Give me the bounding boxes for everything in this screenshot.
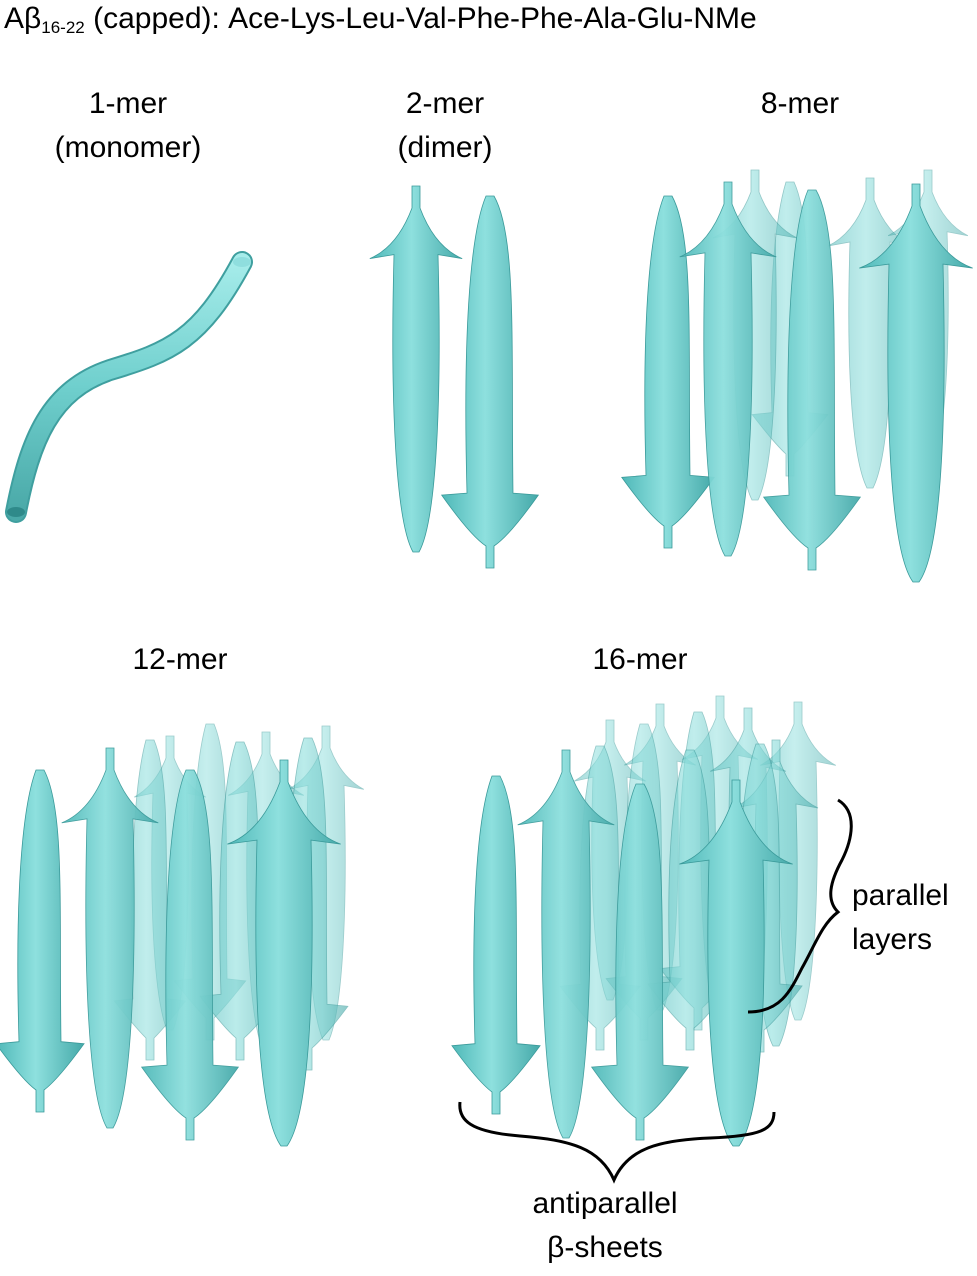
parallel-layers-line2: layers xyxy=(852,923,933,956)
antiparallel-sheets-line1: antiparallel xyxy=(532,1187,678,1220)
dodecamer-label-line1: 12-mer xyxy=(132,643,228,676)
beta-strand-body xyxy=(590,783,690,1141)
hexadecamer-strands xyxy=(451,695,836,1147)
beta-strand-body xyxy=(859,183,973,583)
antiparallel-sheets-bracket xyxy=(458,1101,776,1184)
monomer-label-line2: (monomer) xyxy=(54,131,202,164)
beta-strand-arrow xyxy=(621,195,715,549)
beta-strand-body xyxy=(517,749,615,1139)
page-title: Aβ16-22 (capped): Ace-Lys-Leu-Val-Phe-Ph… xyxy=(4,2,757,38)
beta-strand-arrow xyxy=(679,779,793,1147)
beta-strand-body xyxy=(0,769,85,1113)
octamer-label-line1: 8-mer xyxy=(760,87,840,120)
dodecamer-strands xyxy=(0,723,364,1147)
beta-strand-body xyxy=(440,195,540,569)
beta-strand-arrow xyxy=(859,183,973,583)
beta-strand-body xyxy=(621,195,715,549)
title-prefix: Aβ xyxy=(4,2,42,35)
parallel-layers-line1: parallel xyxy=(852,879,949,912)
beta-strand-arrow xyxy=(140,769,240,1141)
hexadecamer-label-line1: 16-mer xyxy=(592,643,688,676)
antiparallel-sheets-line2: β-sheets xyxy=(547,1231,663,1264)
beta-strand-body xyxy=(61,747,159,1129)
beta-strand-arrow xyxy=(61,747,159,1129)
beta-strand-arrow xyxy=(590,783,690,1141)
monomer-coil xyxy=(5,251,253,523)
beta-strand-body xyxy=(227,759,341,1147)
beta-strand-body xyxy=(451,775,541,1115)
parallel-layers-bracket xyxy=(747,798,853,1014)
antiparallel-sheets-label: antiparallel β-sheets xyxy=(500,1182,710,1270)
dimer-strands xyxy=(369,185,540,569)
beta-strand-arrow xyxy=(451,775,541,1115)
beta-strand-body xyxy=(762,189,862,571)
dodecamer-label: 12-mer xyxy=(110,638,250,682)
beta-strand-arrow xyxy=(679,181,777,557)
parallel-layers-label: parallel layers xyxy=(852,874,977,962)
dimer-label-line2: (dimer) xyxy=(397,131,493,164)
beta-strand-body xyxy=(140,769,240,1141)
beta-strand-arrow xyxy=(762,189,862,571)
beta-strand-arrow xyxy=(647,749,733,1051)
beta-strand-arrow xyxy=(517,749,615,1139)
hexadecamer-label: 16-mer xyxy=(570,638,710,682)
title-subscript: 16-22 xyxy=(41,18,85,37)
beta-strand-arrow xyxy=(369,185,463,553)
beta-strand-arrow xyxy=(227,759,341,1147)
dimer-label-line1: 2-mer xyxy=(405,87,485,120)
beta-strand-body xyxy=(679,779,793,1147)
octamer-label: 8-mer xyxy=(740,82,860,126)
monomer-label: 1-mer (monomer) xyxy=(28,82,228,170)
dimer-label: 2-mer (dimer) xyxy=(370,82,520,170)
octamer-strands xyxy=(621,169,973,583)
beta-strand-body xyxy=(647,749,733,1051)
monomer-label-line1: 1-mer xyxy=(88,87,168,120)
beta-strand-body xyxy=(369,185,463,553)
beta-strand-arrow xyxy=(440,195,540,569)
title-suffix: (capped): Ace-Lys-Leu-Val-Phe-Phe-Ala-Gl… xyxy=(84,2,757,35)
beta-strand-body xyxy=(679,181,777,557)
beta-strand-arrow xyxy=(0,769,85,1113)
